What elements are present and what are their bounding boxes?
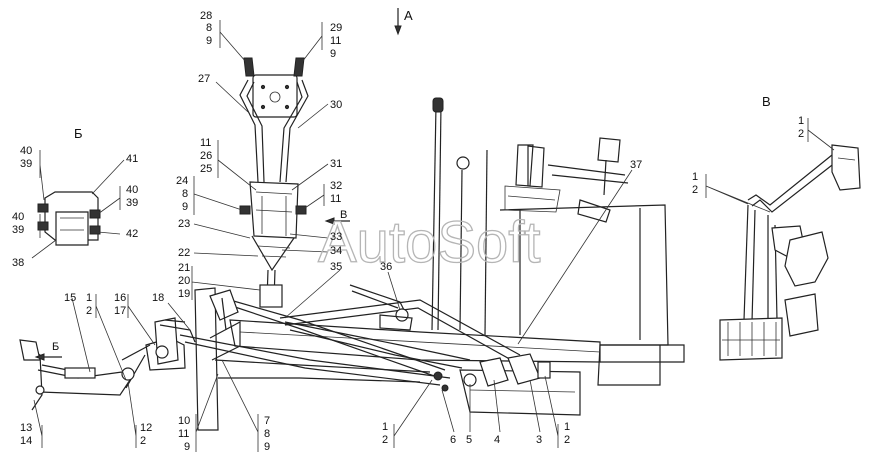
callout-3: 3 [536, 434, 542, 446]
callout-2: 2 [382, 434, 388, 446]
callout-1: 1 [564, 421, 570, 433]
view-arrows [34, 8, 402, 361]
callout-15: 15 [64, 292, 76, 304]
callout-9: 9 [264, 441, 270, 453]
callout-8: 8 [206, 22, 212, 34]
callout-11: 11 [330, 35, 341, 47]
callout-20: 20 [178, 275, 190, 287]
callout-1: 1 [382, 421, 388, 433]
callout-23: 23 [178, 218, 190, 230]
callout-18: 18 [152, 292, 164, 304]
callout-21: 21 [178, 262, 190, 274]
callout-40: 40 [12, 211, 24, 223]
callout-9: 9 [206, 35, 212, 47]
callout-25: 25 [200, 163, 212, 175]
watermark: AutoSoft [318, 210, 540, 275]
callout-9: 9 [184, 441, 190, 453]
callout-2: 2 [86, 305, 92, 317]
callout-2: 2 [798, 128, 804, 140]
callout-34: 34 [330, 245, 342, 257]
callout-6: 6 [450, 434, 456, 446]
callout-8: 8 [182, 188, 188, 200]
callout-24: 24 [176, 175, 188, 187]
linkage-rods [19, 284, 551, 411]
callout-41: 41 [126, 153, 138, 165]
callout-33: 33 [330, 231, 342, 243]
callout-11: 11 [330, 193, 341, 205]
callout-39: 39 [20, 158, 32, 170]
view-v-arrow-label: В [340, 209, 347, 221]
callout-9: 9 [330, 48, 336, 60]
callout-2: 2 [692, 184, 698, 196]
callout-26: 26 [200, 150, 212, 162]
callout-2: 2 [140, 435, 146, 447]
callout-27: 27 [198, 73, 210, 85]
view-v-detail [719, 144, 861, 361]
callout-32: 32 [330, 180, 342, 192]
callout-37: 37 [630, 159, 642, 171]
callout-28: 28 [200, 10, 212, 22]
callout-22: 22 [178, 247, 190, 259]
callout-1: 1 [86, 292, 92, 304]
control-levers [431, 97, 629, 336]
callout-1: 1 [798, 115, 804, 127]
callout-11: 11 [200, 137, 211, 149]
callout-4: 4 [494, 434, 500, 446]
callouts: 28 8 9 29 11 9 27 30 11 26 25 31 24 8 9 … [12, 10, 804, 453]
callout-1: 1 [692, 171, 698, 183]
view-v-title: В [762, 94, 771, 109]
callout-42: 42 [126, 228, 138, 240]
callout-2: 2 [564, 434, 570, 446]
callout-19: 19 [178, 288, 190, 300]
callout-29: 29 [330, 22, 342, 34]
callout-11: 11 [178, 428, 189, 440]
callout-7: 7 [264, 415, 270, 427]
callout-16: 16 [114, 292, 126, 304]
view-b-title: Б [74, 126, 83, 141]
leader-lines [31, 20, 835, 452]
callout-5: 5 [466, 434, 472, 446]
callout-8: 8 [264, 428, 270, 440]
callout-12: 12 [140, 422, 152, 434]
callout-13: 13 [20, 422, 32, 434]
callout-40: 40 [20, 145, 32, 157]
callout-39: 39 [126, 197, 138, 209]
view-b-arrow-label: Б [52, 341, 59, 353]
callout-36: 36 [380, 261, 392, 273]
upper-column-assembly [239, 57, 309, 308]
callout-39: 39 [12, 224, 24, 236]
callout-30: 30 [330, 99, 342, 111]
view-a-title: А [404, 8, 413, 23]
callout-40: 40 [126, 184, 138, 196]
callout-14: 14 [20, 435, 32, 447]
view-b-detail [37, 191, 101, 246]
callout-17: 17 [114, 305, 126, 317]
callout-9: 9 [182, 201, 188, 213]
callout-38: 38 [12, 257, 24, 269]
callout-10: 10 [178, 415, 190, 427]
callout-31: 31 [330, 158, 342, 170]
callout-35: 35 [330, 261, 342, 273]
